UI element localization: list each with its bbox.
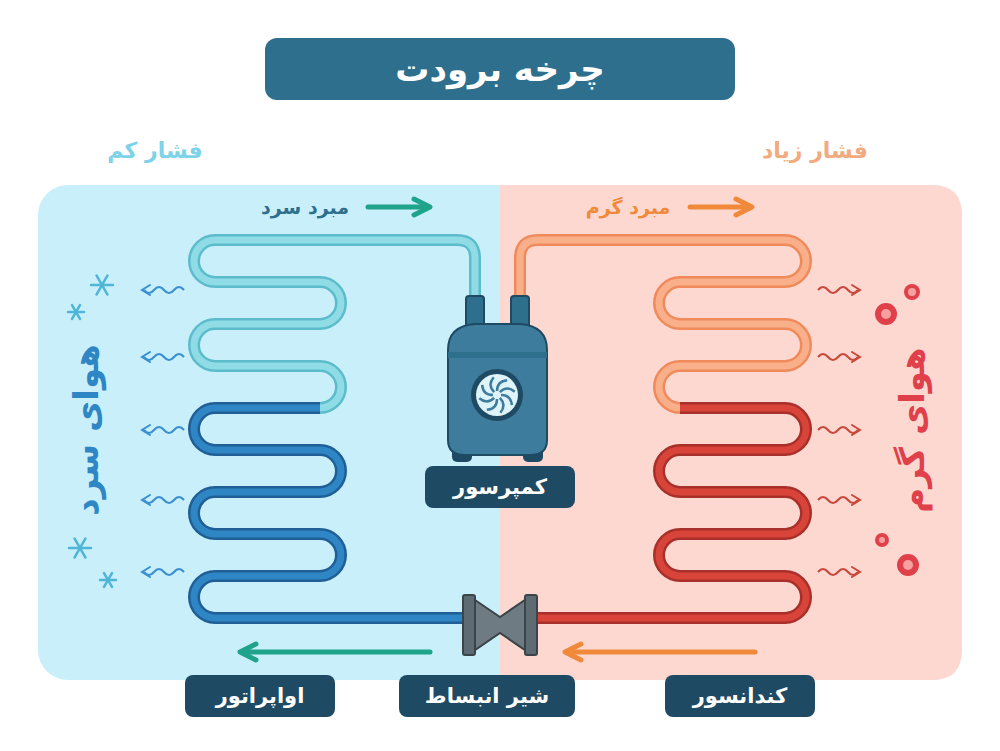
component-name: کندانسور [693, 684, 788, 708]
component-name: شیر انبساط [425, 684, 549, 708]
low-pressure-panel [38, 185, 962, 680]
high-pressure-panel [500, 185, 962, 680]
air-label: هوای سرد [66, 344, 106, 516]
refrigerant-label: مبرد سرد [261, 196, 349, 218]
title-box: چرخه برودت [265, 38, 735, 100]
coils [194, 240, 806, 618]
component-label-box: شیر انبساط [399, 675, 575, 717]
compressor-drawing [448, 296, 547, 462]
air-waves [142, 285, 860, 577]
component-name: اواپراتور [216, 684, 305, 708]
flow-arrow [240, 199, 755, 660]
component-label-box: اواپراتور [185, 675, 335, 717]
refrigerant-label: مبرد گرم [586, 196, 671, 218]
title-text: چرخه برودت [395, 49, 604, 89]
air-label: هوای گرم [892, 347, 932, 512]
pressure-label: فشار زیاد [762, 138, 868, 163]
pressure-label: فشار کم [107, 138, 202, 163]
expansion-valve-drawing [463, 595, 537, 655]
component-label-box: کمپرسور [425, 466, 575, 508]
component-name: کمپرسور [453, 475, 547, 499]
component-label-box: کندانسور [665, 675, 815, 717]
